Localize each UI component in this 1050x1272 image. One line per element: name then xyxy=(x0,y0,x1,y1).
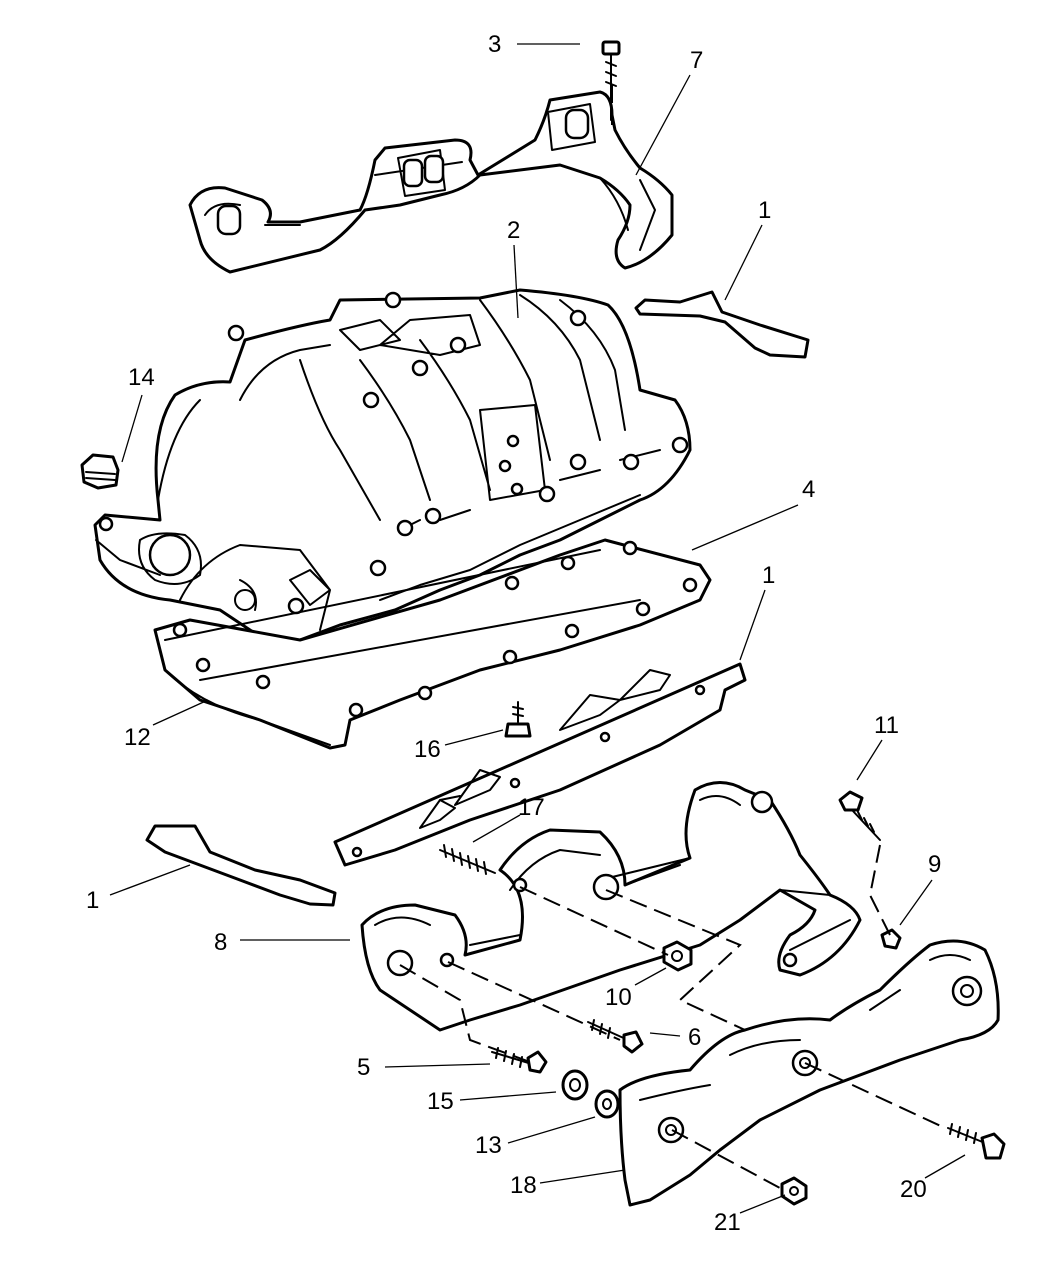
intake-pan-12 xyxy=(153,538,712,750)
callouts: 3 7 1 2 14 4 1 12 16 11 17 1 9 8 10 6 5 … xyxy=(86,31,941,1236)
callout-17: 17 xyxy=(518,794,545,821)
callout-10: 10 xyxy=(605,984,632,1011)
callout-11: 11 xyxy=(874,712,899,739)
heat-shield-strip-lower xyxy=(145,824,337,907)
callout-13: 13 xyxy=(475,1132,502,1159)
nut-9 xyxy=(880,928,902,950)
bolt-6 xyxy=(587,1019,644,1054)
exhaust-manifold-lower xyxy=(360,781,862,1032)
leader-lines xyxy=(109,43,966,1214)
exhaust-manifold-upper xyxy=(188,90,674,274)
washer-13 xyxy=(594,1089,620,1119)
callout-16: 16 xyxy=(414,736,441,763)
nut-21 xyxy=(780,1176,808,1206)
stud-17 xyxy=(439,844,496,875)
callout-20: 20 xyxy=(900,1176,927,1203)
callout-14: 14 xyxy=(128,364,155,391)
callout-12: 12 xyxy=(124,724,151,751)
callout-4: 4 xyxy=(802,476,815,503)
callout-6: 6 xyxy=(688,1024,701,1051)
heat-shield-strip-upper xyxy=(634,290,810,359)
callout-1-lower: 1 xyxy=(86,887,99,914)
callout-9: 9 xyxy=(928,851,941,878)
manifold-gasket-long xyxy=(333,662,747,867)
callout-18: 18 xyxy=(510,1172,537,1199)
bolt-20 xyxy=(947,1123,1006,1160)
callout-15: 15 xyxy=(427,1088,454,1115)
alignment-lines xyxy=(399,85,946,1189)
washer-15 xyxy=(561,1069,589,1101)
callout-5: 5 xyxy=(357,1054,370,1081)
callout-2: 2 xyxy=(507,217,520,244)
nut-10 xyxy=(662,940,693,972)
callout-3: 3 xyxy=(488,31,501,58)
heat-shield-18 xyxy=(618,939,1000,1207)
callout-1-upper: 1 xyxy=(758,197,771,224)
bolt-16 xyxy=(504,701,532,738)
plug-14 xyxy=(80,453,120,490)
callout-1-middle: 1 xyxy=(762,562,775,589)
callout-21: 21 xyxy=(714,1209,741,1236)
callout-8: 8 xyxy=(214,929,227,956)
intake-manifold xyxy=(93,288,692,652)
callout-7: 7 xyxy=(690,47,703,74)
bolt-11 xyxy=(838,790,881,841)
bolt-5 xyxy=(491,1047,548,1074)
bolt-3 xyxy=(601,40,621,121)
